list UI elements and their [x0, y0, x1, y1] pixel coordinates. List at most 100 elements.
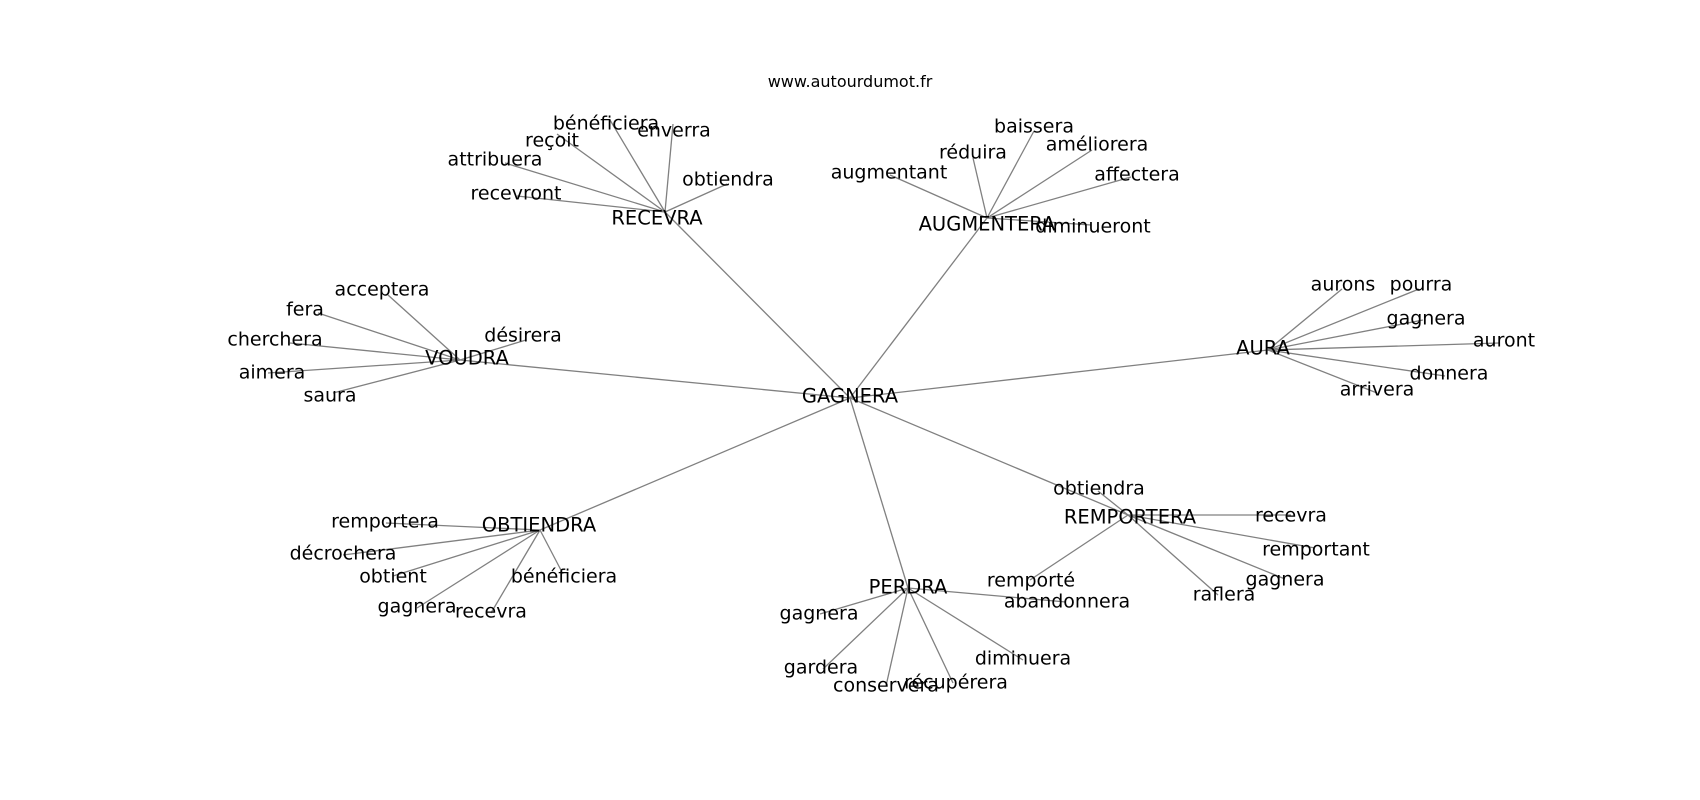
edge-center-perdra	[849, 397, 909, 589]
edge-recevra-enverra	[664, 123, 674, 213]
word-node-remportera-gagnera: gagnera	[1246, 569, 1325, 591]
word-node-augmentera-affectera: affectera	[1094, 164, 1179, 186]
edge-perdra-recuperera	[907, 587, 954, 684]
word-node-augmentera-augmentant: augmentant	[831, 162, 948, 184]
hub-node-voudra: VOUDRA	[425, 347, 509, 370]
edge-perdra-diminuera	[907, 587, 1024, 661]
edge-obtiendra-gagnera	[416, 529, 541, 609]
edge-voudra-cherchera	[289, 342, 461, 361]
edges-layer	[267, 119, 1500, 687]
word-node-voudra-saura: saura	[303, 385, 356, 407]
hub-node-aura: AURA	[1236, 337, 1290, 360]
word-node-obtiendra-gagnera: gagnera	[378, 596, 457, 618]
edge-center-augmentera	[849, 217, 988, 399]
site-url-label: www.autourdumot.fr	[767, 72, 933, 91]
word-node-augmentera-ameliorera: améliorera	[1046, 134, 1149, 156]
word-node-perdra-diminuera: diminuera	[975, 648, 1071, 670]
word-node-obtiendra-obtient: obtient	[359, 566, 427, 588]
word-node-obtiendra-remportera: remportera	[331, 511, 439, 533]
word-node-aura-auront: auront	[1473, 330, 1535, 352]
hub-node-augmentera: AUGMENTERA	[919, 213, 1056, 236]
word-node-perdra-recuperera: récupérera	[904, 672, 1008, 694]
edge-obtiendra-obtient	[392, 529, 541, 577]
edge-recevra-attribuera	[504, 162, 666, 213]
word-node-voudra-cherchera: cherchera	[227, 329, 322, 351]
edge-aura-aurons	[1267, 288, 1343, 351]
word-node-recevra-beneficiera: bénéficiera	[553, 113, 659, 135]
word-node-recevra-attribuera: attribuera	[448, 149, 543, 171]
edge-perdra-gardera	[822, 587, 909, 670]
word-node-remportera-raflera: raflera	[1193, 584, 1256, 606]
edge-aura-gagnera	[1267, 319, 1424, 351]
edge-recevra-recevront	[516, 195, 666, 213]
word-node-obtiendra-beneficiera: bénéficiera	[511, 566, 617, 588]
edge-perdra-abandonnera	[907, 587, 1067, 603]
word-node-recevra-recevront: recevront	[471, 183, 562, 205]
edge-obtiendra-remportera	[385, 522, 541, 531]
word-node-aura-pourra: pourra	[1390, 274, 1453, 296]
edge-aura-arrivera	[1267, 349, 1378, 394]
word-node-voudra-aimera: aimera	[239, 362, 306, 384]
word-node-voudra-desirera: désirera	[484, 325, 561, 347]
word-node-perdra-gagnera: gagnera	[780, 603, 859, 625]
word-node-aura-donnera: donnera	[1410, 363, 1489, 385]
edge-voudra-saura	[332, 359, 461, 394]
edge-voudra-fera	[317, 312, 461, 361]
edge-augmentera-augmentant	[889, 174, 988, 219]
edge-voudra-desirera	[459, 339, 527, 361]
edge-obtiendra-decrochera	[342, 529, 541, 556]
word-node-remportera-obtiendra: obtiendra	[1053, 478, 1145, 500]
word-node-perdra-abandonnera: abandonnera	[1004, 591, 1130, 613]
word-node-recevra-enverra: enverra	[637, 120, 711, 142]
edge-remportera-gagnera	[1127, 514, 1286, 580]
labels-layer: GAGNERARECEVRAbénéficieraenverrareçoitat…	[227, 113, 1535, 697]
word-node-obtiendra-recevra: recevra	[455, 601, 527, 623]
edge-obtiendra-recevra	[490, 529, 541, 614]
hub-node-obtiendra: OBTIENDRA	[482, 514, 597, 537]
word-node-aura-aurons: aurons	[1311, 274, 1376, 296]
word-node-perdra-gardera: gardera	[784, 657, 858, 679]
word-node-voudra-acceptera: acceptera	[335, 279, 430, 301]
word-node-aura-arrivera: arrivera	[1340, 379, 1415, 401]
word-node-recevra-recoit: reçoit	[525, 130, 579, 152]
edge-augmentera-baissera	[986, 130, 1035, 219]
word-node-obtiendra-decrochera: décrochera	[290, 543, 397, 565]
edge-center-obtiendra	[539, 397, 851, 531]
center-node-label: GAGNERA	[802, 385, 899, 408]
word-node-augmentera-reduira: réduira	[939, 142, 1007, 164]
edge-recevra-obtiendra	[664, 183, 728, 213]
word-node-remportera-remporte: remporté	[987, 570, 1075, 592]
edge-aura-donnera	[1267, 349, 1446, 377]
edge-voudra-aimera	[267, 359, 461, 374]
edge-augmentera-affectera	[986, 176, 1132, 219]
edge-remportera-remportant	[1127, 514, 1316, 549]
hub-node-recevra: RECEVRA	[611, 207, 703, 230]
edge-augmentera-ameliorera	[986, 149, 1093, 219]
edge-remportera-obtiendra	[1097, 490, 1129, 516]
edge-center-remportera	[849, 397, 1129, 516]
edge-aura-auront	[1267, 342, 1500, 351]
edge-center-aura	[849, 349, 1269, 399]
edge-augmentera-diminueront	[986, 217, 1092, 226]
edge-perdra-gagnera	[819, 587, 909, 615]
edge-obtiendra-beneficiera	[539, 529, 564, 575]
word-node-remportera-remportant: remportant	[1262, 539, 1370, 561]
word-node-aura-gagnera: gagnera	[1387, 308, 1466, 330]
edge-perdra-conservera	[885, 587, 909, 687]
word-node-recevra-obtiendra: obtiendra	[682, 169, 774, 191]
word-node-augmentera-baissera: baissera	[994, 116, 1074, 138]
hub-node-perdra: PERDRA	[869, 576, 948, 599]
edge-center-voudra	[459, 359, 851, 399]
edge-remportera-remporte	[1029, 514, 1129, 581]
hub-node-remportera: REMPORTERA	[1064, 506, 1197, 529]
edge-aura-pourra	[1267, 288, 1420, 351]
word-node-augmentera-diminueront: diminueront	[1035, 216, 1150, 238]
word-node-perdra-conservera: conservera	[833, 675, 939, 697]
word-node-remportera-recevra: recevra	[1255, 505, 1327, 527]
edge-recevra-recoit	[556, 133, 666, 213]
edge-voudra-acceptera	[387, 294, 461, 361]
edge-remportera-raflera	[1127, 514, 1219, 596]
edge-recevra-beneficiera	[609, 119, 666, 213]
word-node-voudra-fera: fera	[286, 299, 324, 321]
